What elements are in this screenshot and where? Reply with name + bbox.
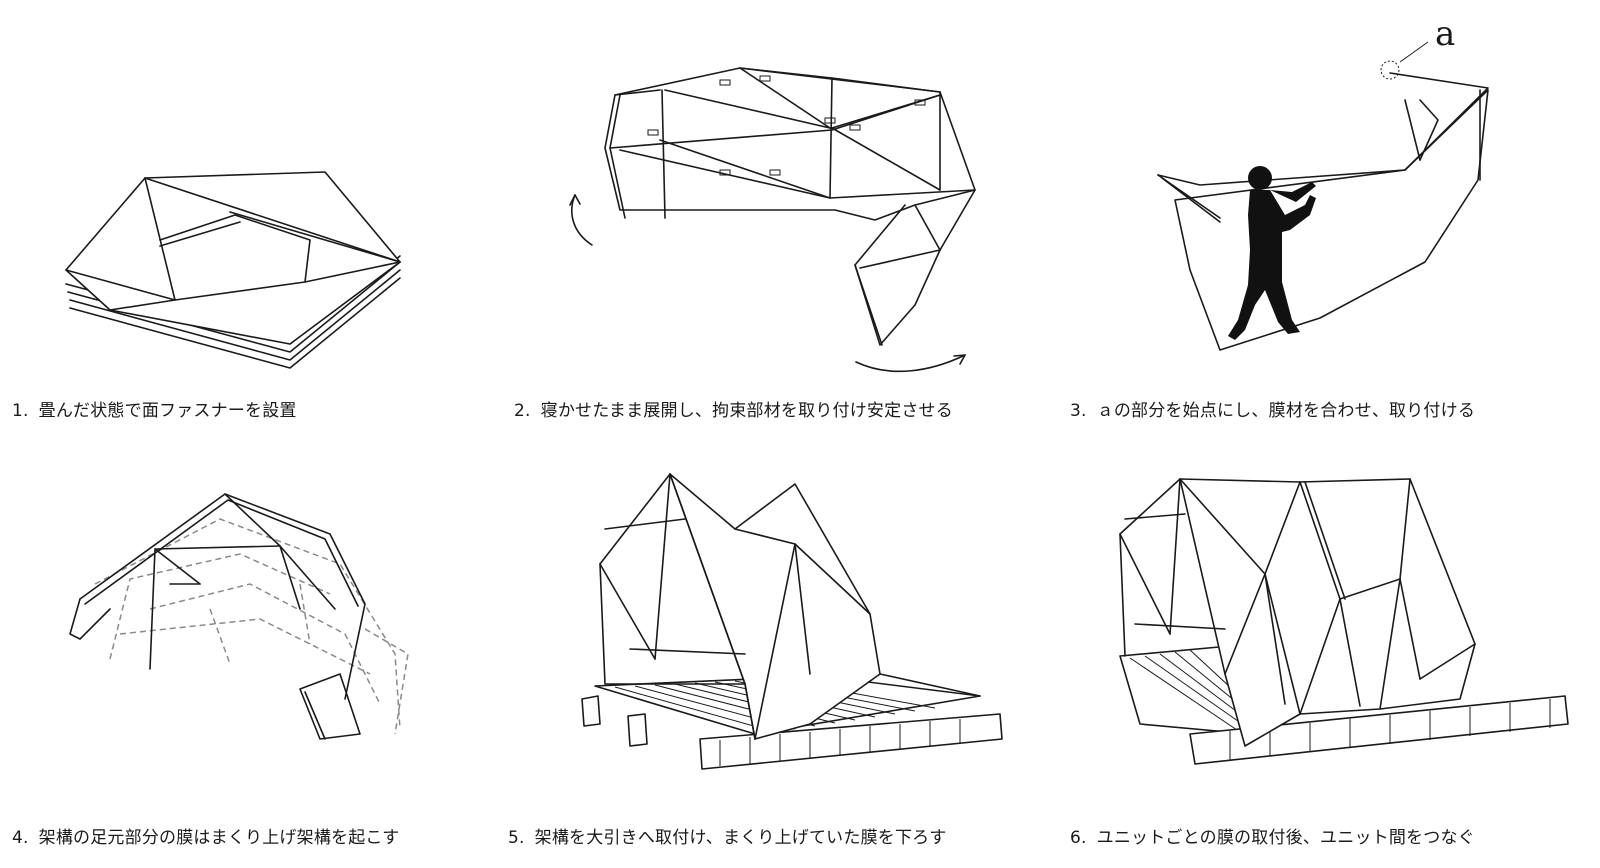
step-6-text: ユニットごとの膜の取付後、ユニット間をつなぐ — [1096, 828, 1475, 848]
detail-a-label: a — [1435, 14, 1455, 54]
step-5-illustration — [581, 473, 1003, 770]
step-3-text: ａの部分を始点にし、膜材を合わせ、取り付ける — [1096, 401, 1476, 421]
step-2-caption: 2. 寝かせたまま展開し、拘束部材を取り付け安定させる — [514, 396, 953, 421]
step-4-panel: 4. 架構の足元部分の膜はまくり上げ架構を起こす — [0, 434, 520, 868]
step-4-text: 架構の足元部分の膜はまくり上げ架構を起こす — [38, 828, 400, 848]
step-3-panel: a 3. ａの部分を始点にし、膜材を合わせ、取り付ける — [1060, 0, 1600, 430]
step-5-panel: 5. 架構を大引きへ取付け、まくり上げていた膜を下ろす — [508, 434, 1060, 868]
step-2-number: 2. — [514, 401, 531, 421]
step-3-number: 3. — [1070, 401, 1087, 421]
step-2-illustration — [569, 67, 976, 373]
step-6-number: 6. — [1070, 828, 1087, 848]
step-3-caption: 3. ａの部分を始点にし、膜材を合わせ、取り付ける — [1070, 396, 1475, 421]
step-2-text: 寝かせたまま展開し、拘束部材を取り付け安定させる — [540, 401, 953, 421]
step-5-number: 5. — [508, 828, 525, 848]
step-6-illustration — [1119, 478, 1569, 765]
step-6-caption: 6. ユニットごとの膜の取付後、ユニット間をつなぐ — [1070, 823, 1475, 848]
step-1-panel: 1. 畳んだ状態で面ファスナーを設置 — [0, 0, 520, 430]
step-6-panel: 6. ユニットごとの膜の取付後、ユニット間をつなぐ — [1060, 434, 1600, 868]
step-2-panel: 2. 寝かせたまま展開し、拘束部材を取り付け安定させる — [514, 0, 1060, 430]
step-3-illustration: a — [1157, 14, 1489, 351]
step-5-text: 架構を大引きへ取付け、まくり上げていた膜を下ろす — [534, 828, 947, 848]
step-4-illustration — [69, 493, 409, 740]
step-1-illustration — [65, 171, 401, 369]
step-1-text: 畳んだ状態で面ファスナーを設置 — [38, 401, 297, 421]
step-1-number: 1. — [12, 401, 29, 421]
step-1-caption: 1. 畳んだ状態で面ファスナーを設置 — [12, 396, 297, 421]
worker-silhouette — [1228, 166, 1316, 340]
step-5-caption: 5. 架構を大引きへ取付け、まくり上げていた膜を下ろす — [508, 823, 947, 848]
step-4-number: 4. — [12, 828, 29, 848]
step-4-caption: 4. 架構の足元部分の膜はまくり上げ架構を起こす — [12, 823, 399, 848]
